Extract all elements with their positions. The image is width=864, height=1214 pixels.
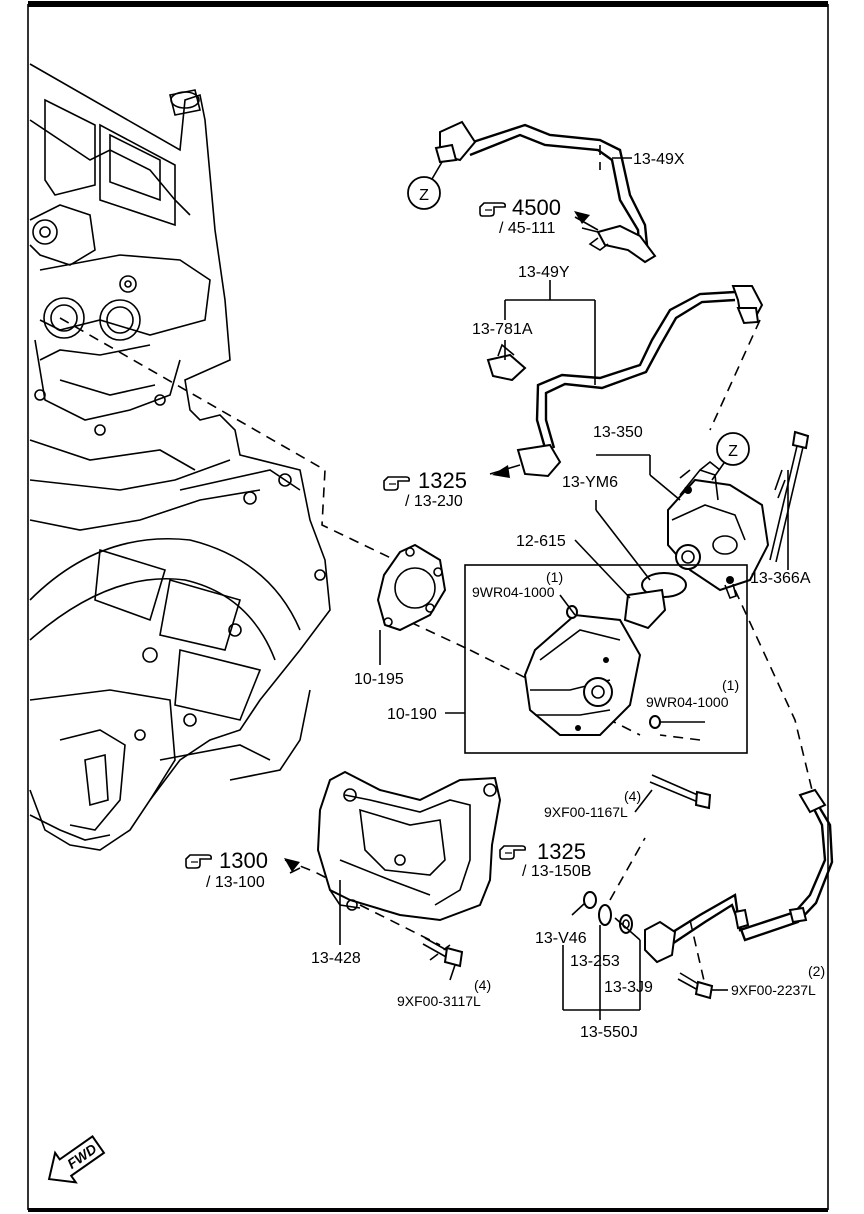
- leader-lines: [289, 157, 789, 1020]
- seals: [583, 891, 633, 934]
- label-9xf-2237: 9XF00-2237L: [731, 982, 816, 998]
- hand-pointer-icon: [479, 202, 507, 217]
- label-13-3j9: 13-3J9: [604, 979, 653, 996]
- engine-block: [29, 63, 331, 851]
- label-9wr-top: 9WR04-1000: [472, 584, 555, 600]
- label-13-49y: 13-49Y: [518, 264, 570, 281]
- part-labels: 13-49X 4500 / 45-111 13-49Y 13-781A 1325…: [206, 151, 825, 1041]
- label-13-ym6: 13-YM6: [562, 474, 618, 491]
- label-13-253: 13-253: [570, 953, 620, 970]
- label-10-195: 10-195: [354, 671, 404, 688]
- gasket-10-195: [376, 543, 447, 632]
- bolt-9xf00-3117l: [422, 937, 464, 968]
- hand-pointer-icon: [383, 476, 411, 491]
- hose-13-49y: [486, 285, 764, 478]
- reference-arrows: [284, 211, 599, 872]
- label-9xf-3117: 9XF00-3117L: [397, 993, 481, 1009]
- bracket-13-428: [316, 770, 502, 922]
- bolt-13-366a: [769, 430, 810, 563]
- callout-z-1: Z: [407, 161, 443, 210]
- label-13-366a: 13-366A: [750, 570, 811, 587]
- label-ref-4500: 4500: [512, 195, 561, 220]
- fwd-arrow-icon: FWD: [47, 1135, 106, 1184]
- label-13-350: 13-350: [593, 424, 643, 441]
- label-10-190: 10-190: [387, 706, 437, 723]
- label-9xf-1167: 9XF00-1167L: [544, 804, 628, 820]
- label-ref-1325-a: 1325: [418, 468, 467, 493]
- callout-z-2: Z: [711, 432, 750, 481]
- label-9wr-top-qty: (1): [546, 569, 563, 585]
- label-ref-4500-sub: / 45-111: [499, 220, 555, 237]
- assembly-box-10-190: [464, 564, 748, 754]
- hand-pointer-icon: [499, 845, 527, 860]
- frame: [27, 1, 829, 1212]
- label-ref-1300: 1300: [219, 848, 268, 873]
- label-13-49x: 13-49X: [633, 151, 685, 168]
- bolt-9xf00-1167l: [649, 774, 712, 810]
- callout-z-2-text: Z: [728, 443, 738, 460]
- hose-13-49x: [434, 120, 657, 264]
- label-13-v46: 13-V46: [535, 930, 587, 947]
- label-13-428: 13-428: [311, 950, 361, 967]
- label-ref-1325-a-sub: / 13-2J0: [405, 493, 463, 510]
- label-9wr-bot-qty: (1): [722, 677, 739, 693]
- hand-pointer-icon: [185, 854, 212, 869]
- label-ref-1325-b: 1325: [537, 839, 586, 864]
- label-ref-1300-sub: / 13-100: [206, 874, 265, 891]
- label-12-615: 12-615: [516, 533, 566, 550]
- label-9xf-3117-qty: (4): [474, 977, 491, 993]
- label-9xf-1167-qty: (4): [624, 788, 641, 804]
- bolt-9xf00-2237l: [677, 972, 714, 1000]
- label-9xf-2237-qty: (2): [808, 963, 825, 979]
- fuel-pipe: [644, 788, 834, 964]
- label-13-550j: 13-550J: [580, 1024, 638, 1041]
- label-9wr-bot: 9WR04-1000: [646, 694, 729, 710]
- label-13-781a: 13-781A: [472, 321, 533, 338]
- label-ref-1325-b-sub: / 13-150B: [522, 863, 591, 880]
- callout-z-1-text: Z: [419, 187, 429, 204]
